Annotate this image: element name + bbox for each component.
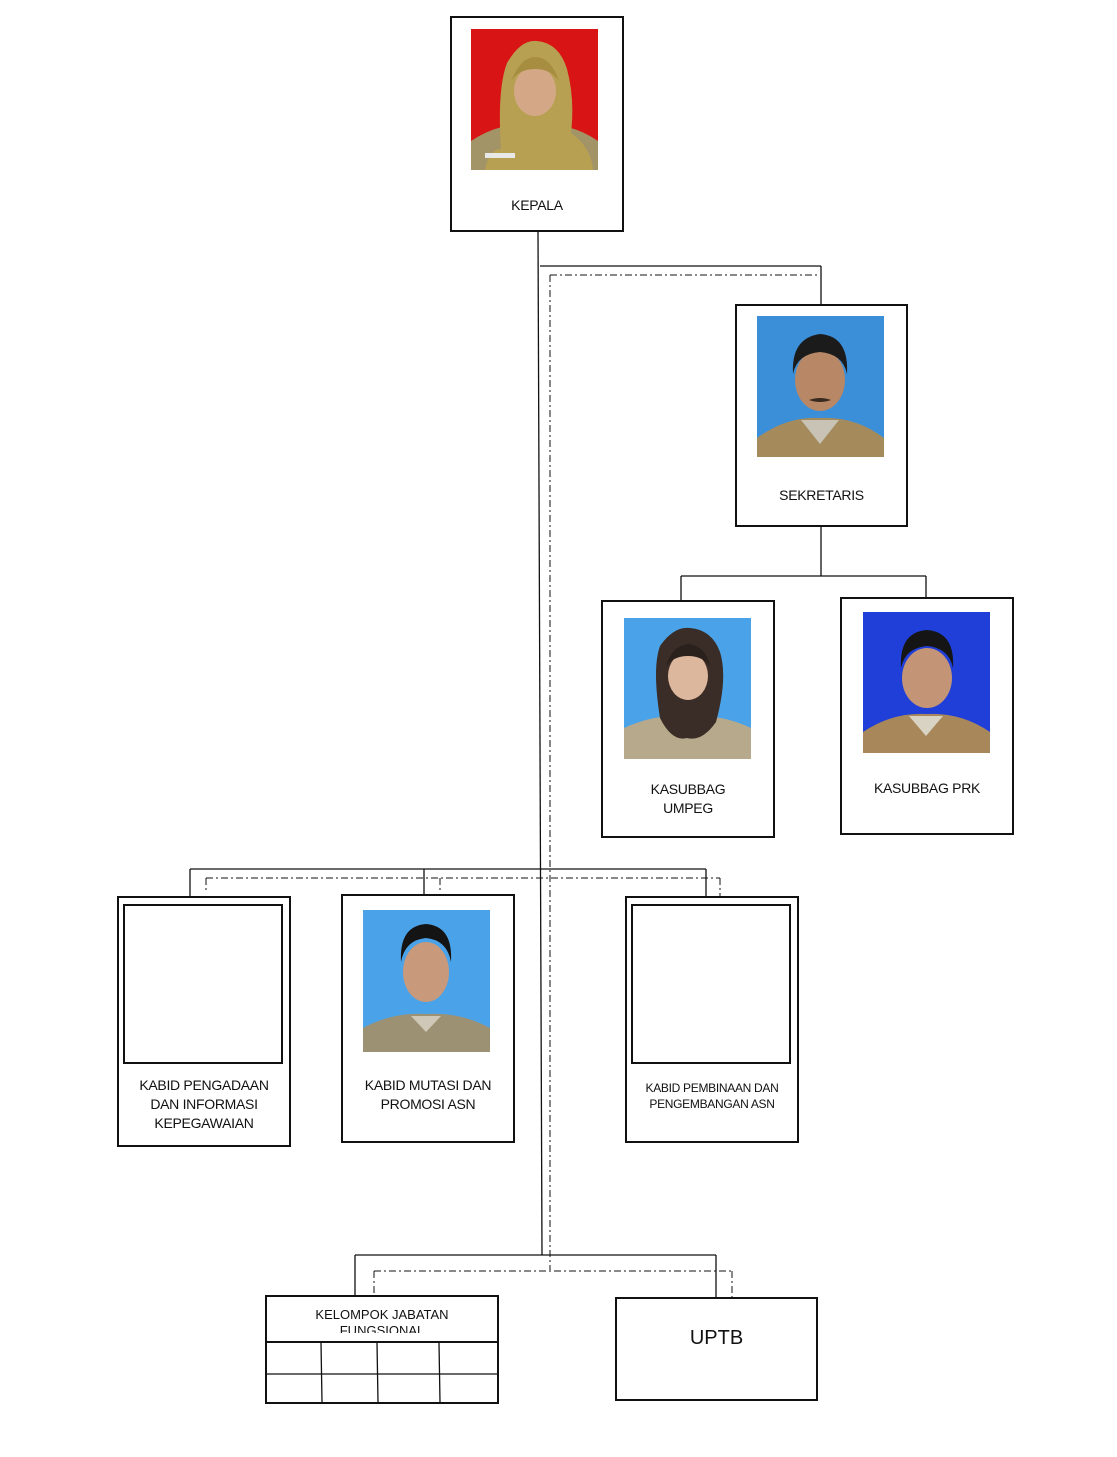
- kepala-box: KEPALA: [450, 16, 624, 232]
- kelompok-jabatan-fungsional-label: KELOMPOK JABATAN FUNGSIONAL: [315, 1307, 449, 1333]
- kasubbag-umpeg-label: KASUBBAG UMPEG: [650, 781, 726, 816]
- kepala-label: KEPALA: [511, 197, 563, 213]
- kabid-pembinaan-photo-placeholder: [631, 904, 791, 1064]
- sekretaris-box: SEKRETARIS: [735, 304, 908, 527]
- kepala-photo: [471, 29, 598, 170]
- kabid-pengadaan-box: KABID PENGADAAN DAN INFORMASI KEPEGAWAIA…: [117, 896, 291, 1147]
- kabid-mutasi-photo: [363, 910, 490, 1052]
- fungsional-grid: [265, 1341, 499, 1404]
- kasubbag-umpeg-photo: [624, 618, 751, 759]
- uptb-label: UPTB: [689, 1327, 744, 1349]
- kabid-mutasi-label: KABID MUTASI DAN PROMOSI ASN: [364, 1077, 492, 1112]
- kabid-pembinaan-label: KABID PEMBINAAN DAN PENGEMBANGAN ASN: [645, 1081, 779, 1111]
- kelompok-jabatan-fungsional-box: KELOMPOK JABATAN FUNGSIONAL: [265, 1295, 499, 1343]
- kabid-mutasi-box: KABID MUTASI DAN PROMOSI ASN: [341, 894, 515, 1143]
- sekretaris-label: SEKRETARIS: [779, 487, 864, 503]
- kasubbag-prk-box: KASUBBAG PRK: [840, 597, 1014, 835]
- kabid-pengadaan-photo-placeholder: [123, 904, 283, 1064]
- sekretaris-photo: [757, 316, 884, 457]
- kasubbag-umpeg-box: KASUBBAG UMPEG: [601, 600, 775, 838]
- kabid-pengadaan-label: KABID PENGADAAN DAN INFORMASI KEPEGAWAIA…: [139, 1077, 269, 1131]
- kabid-pembinaan-box: KABID PEMBINAAN DAN PENGEMBANGAN ASN: [625, 896, 799, 1143]
- uptb-box: UPTB: [615, 1297, 818, 1401]
- kasubbag-prk-photo: [863, 612, 990, 753]
- kasubbag-prk-label: KASUBBAG PRK: [873, 780, 981, 796]
